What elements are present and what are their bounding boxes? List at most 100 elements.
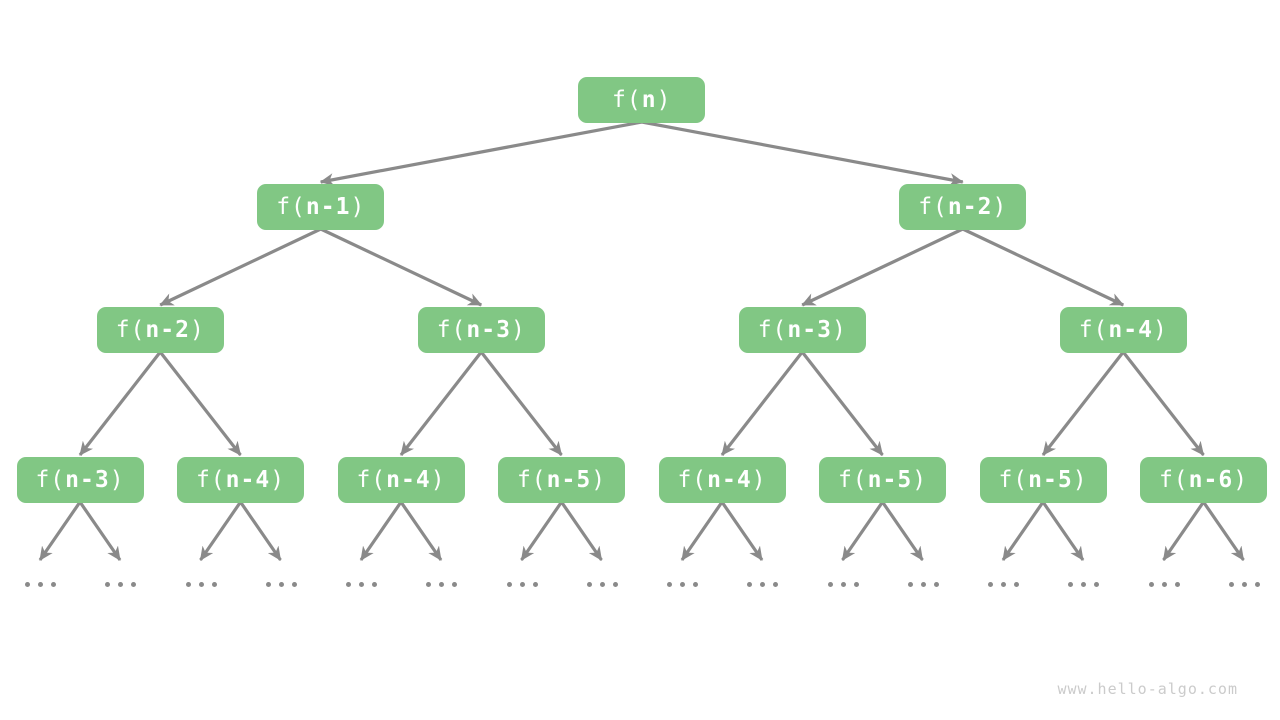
node-label-suffix: ) — [591, 467, 607, 493]
ellipsis-dot — [1228, 582, 1234, 587]
ellipsis-dot — [773, 582, 778, 587]
ellipsis-dot — [1014, 582, 1019, 587]
node-label-arg: n-2 — [145, 317, 190, 343]
ellipsis-dot — [760, 582, 765, 587]
node-label-arg: n-1 — [305, 194, 351, 220]
edge-arrow — [199, 501, 242, 561]
ellipsis — [1228, 582, 1260, 587]
edge-arrow — [1162, 501, 1205, 561]
node-label-prefix: f( — [115, 317, 146, 343]
node-label-suffix: ) — [992, 194, 1008, 220]
ellipsis-dot — [346, 582, 351, 587]
node-label-suffix: ) — [1152, 317, 1168, 343]
ellipsis-dot — [426, 582, 431, 587]
node-label-arg: n-2 — [947, 194, 993, 220]
node-label-prefix: f( — [276, 194, 306, 220]
ellipsis-dot — [105, 582, 110, 587]
ellipsis-dot — [840, 582, 846, 587]
ellipsis — [185, 582, 217, 587]
ellipsis — [506, 582, 538, 587]
node-label-arg: n-5 — [1028, 467, 1073, 493]
ellipsis-dot — [1174, 582, 1180, 587]
ellipsis-dot — [1081, 582, 1086, 587]
ellipsis-dot — [519, 582, 525, 587]
ellipsis-dot — [907, 582, 913, 587]
node-label-arg: n-5 — [867, 467, 913, 493]
tree-node: f(n-6) — [1140, 457, 1267, 503]
ellipsis-dot — [506, 582, 512, 587]
ellipsis-dot — [372, 582, 377, 587]
ellipsis-dot — [359, 582, 364, 587]
watermark: www.hello-algo.com — [1057, 680, 1238, 698]
node-label-suffix: ) — [350, 194, 366, 220]
node-label-suffix: ) — [1072, 467, 1088, 493]
tree-node: f(n) — [578, 77, 706, 123]
edge-arrow — [158, 351, 242, 456]
ellipsis-dot — [933, 582, 939, 587]
node-label-suffix: ) — [831, 317, 847, 343]
edge-arrow — [1041, 351, 1125, 456]
tree-node: f(n-2) — [899, 184, 1027, 230]
tree-node: f(n-5) — [819, 457, 946, 503]
node-label-prefix: f( — [998, 467, 1029, 493]
node-label-suffix: ) — [270, 467, 286, 493]
ellipsis-dot — [211, 582, 217, 587]
node-label-arg: n-4 — [225, 467, 271, 493]
node-label-arg: n-3 — [466, 317, 511, 343]
node-label-suffix: ) — [430, 467, 446, 493]
edge-arrow — [399, 501, 443, 561]
ellipsis-dot — [612, 582, 618, 587]
node-label-arg: n-4 — [1108, 317, 1153, 343]
ellipsis-dot — [452, 582, 457, 587]
node-label-prefix: f( — [918, 194, 948, 220]
ellipsis — [265, 582, 297, 587]
node-label-suffix: ) — [189, 317, 205, 343]
ellipsis — [25, 582, 56, 587]
tree-node: f(n-3) — [738, 307, 866, 353]
ellipsis-dot — [1161, 582, 1167, 587]
ellipsis-dot — [667, 582, 672, 587]
ellipsis-dot — [291, 582, 297, 587]
ellipsis-dot — [38, 582, 43, 587]
node-label-prefix: f( — [677, 467, 708, 493]
edge-arrow — [1121, 351, 1205, 456]
ellipsis-dot — [1001, 582, 1006, 587]
ellipsis — [988, 582, 1019, 587]
edge-arrow — [359, 501, 403, 561]
ellipsis-dot — [265, 582, 271, 587]
ellipsis-dot — [599, 582, 605, 587]
ellipsis-dot — [185, 582, 191, 587]
node-label-suffix: ) — [751, 467, 767, 493]
ellipsis — [426, 582, 457, 587]
edge-arrow — [319, 120, 643, 187]
edge-arrow — [881, 501, 924, 561]
edge-arrow — [801, 227, 964, 307]
ellipsis-dot — [1094, 582, 1099, 587]
node-label-arg: n-4 — [386, 467, 431, 493]
tree-node: f(n-4) — [177, 457, 304, 503]
ellipsis — [667, 582, 698, 587]
tree-node: f(n-2) — [96, 307, 224, 353]
ellipsis-dot — [51, 582, 56, 587]
ellipsis — [747, 582, 778, 587]
ellipsis-dot — [278, 582, 284, 587]
node-label-prefix: f( — [356, 467, 387, 493]
ellipsis — [907, 582, 939, 587]
ellipsis-dot — [1241, 582, 1247, 587]
ellipsis-dot — [747, 582, 752, 587]
edge-arrow — [78, 351, 162, 456]
node-label-prefix: f( — [1078, 317, 1109, 343]
node-label-arg: n-5 — [546, 467, 592, 493]
node-label-arg: n — [641, 87, 657, 113]
ellipsis-dot — [1254, 582, 1260, 587]
edge-arrow — [159, 227, 322, 307]
node-label-suffix: ) — [656, 87, 672, 113]
ellipsis-dot — [198, 582, 204, 587]
node-label-arg: n-6 — [1188, 467, 1234, 493]
ellipsis-dot — [693, 582, 698, 587]
tree-node: f(n-4) — [337, 457, 465, 503]
ellipsis — [346, 582, 377, 587]
tree-node: f(n-3) — [417, 307, 545, 353]
